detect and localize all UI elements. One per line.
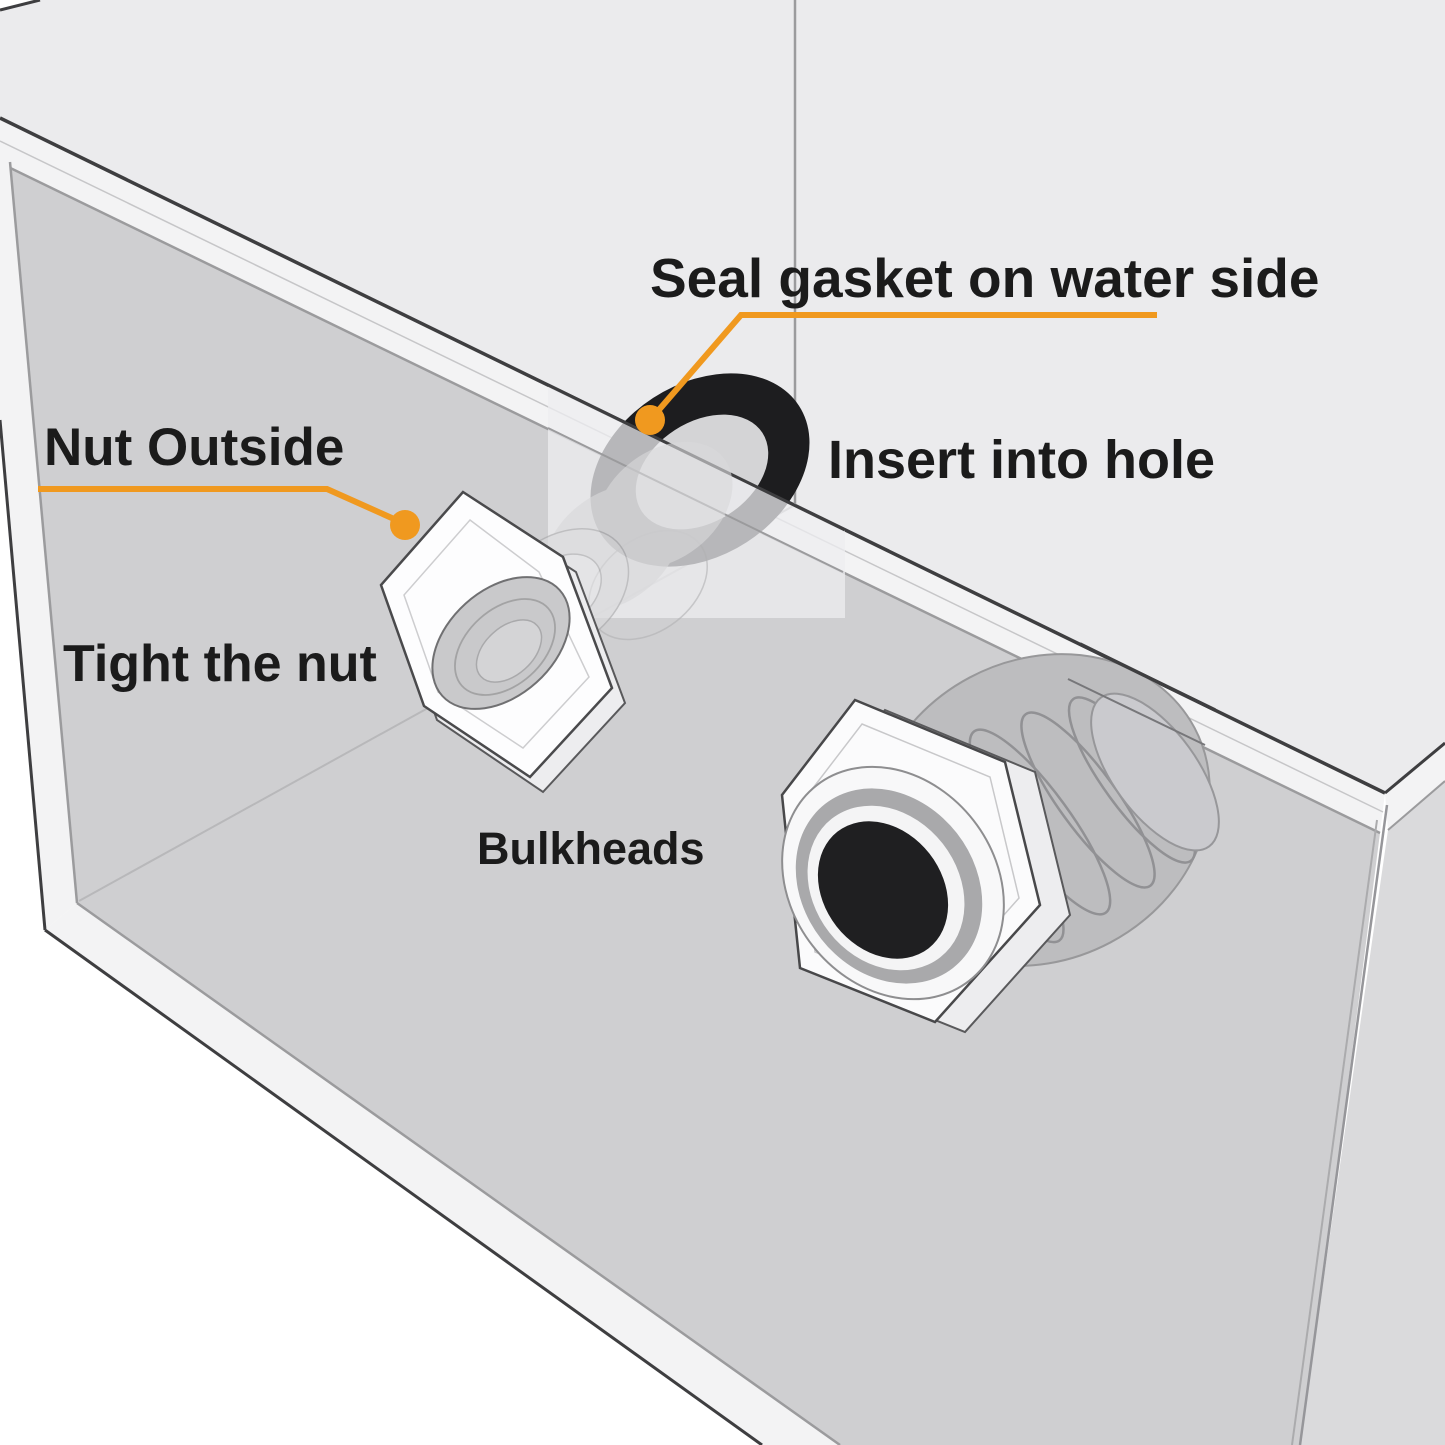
tank-left-edge-band	[0, 160, 77, 930]
bottom-edge-inner	[76, 901, 841, 1445]
tank-back-edge	[0, 0, 41, 12]
label-tight-the-nut: Tight the nut	[63, 635, 377, 693]
bottom-edge-outer	[44, 928, 763, 1445]
label-nut-outside: Nut Outside	[44, 418, 345, 477]
tank-right-outside	[1300, 781, 1445, 1445]
hex-nut-thread-1	[454, 598, 556, 696]
label-bulkheads: Bulkheads	[477, 823, 705, 874]
right-rim-inner	[1387, 780, 1445, 831]
leader-seal-gasket	[648, 312, 1157, 421]
hex-nut-outside	[379, 490, 627, 794]
tank-front-face	[8, 162, 1380, 1445]
leader-dot-nut-outside	[390, 510, 420, 540]
bulkhead-exploded	[379, 373, 846, 794]
left-edge-outer	[0, 419, 47, 931]
rim-line-over-body	[1079, 642, 1216, 712]
right-corner-inner	[1291, 819, 1378, 1445]
left-edge-inner	[8, 161, 79, 904]
tank-right-rim-band	[1385, 743, 1445, 830]
label-seal-gasket: Seal gasket on water side	[650, 247, 1320, 309]
assembled-hole	[817, 821, 949, 959]
bulkhead-assembled	[780, 642, 1220, 1034]
tank-bottom-edge-band	[45, 903, 840, 1445]
leader-dot-seal-gasket	[635, 405, 665, 435]
hex-nut-bevel	[403, 518, 590, 749]
leader-nut-outside	[38, 486, 405, 526]
right-rim-outer	[1384, 741, 1445, 795]
rim-line-inner-over-body	[1067, 678, 1206, 746]
right-corner-outer	[1298, 804, 1389, 1445]
assembled-body-endcap	[1090, 692, 1220, 852]
label-insert-into-hole: Insert into hole	[828, 430, 1216, 490]
hex-nut-thread-2	[475, 619, 543, 683]
annotation-leaders	[38, 312, 1157, 540]
